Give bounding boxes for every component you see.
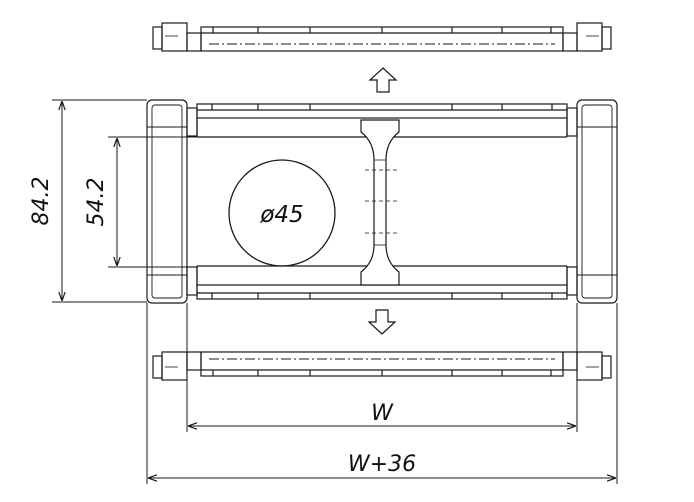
diameter-label: ø45 <box>259 202 303 228</box>
cable-circle <box>228 159 336 267</box>
outer-height-label: 84.2 <box>29 177 54 226</box>
width-dimension <box>186 303 578 432</box>
top-crossbar <box>152 22 612 52</box>
total-width-label: W+36 <box>348 452 416 477</box>
inner-height-label: 54.2 <box>84 178 109 227</box>
inner-height-dimension <box>108 136 197 268</box>
bottom-crossbar <box>152 351 612 381</box>
outer-height-dimension <box>52 99 147 303</box>
width-label: W <box>371 401 394 426</box>
total-width-dimension <box>146 303 618 484</box>
hollow-arrow-up-icon <box>368 67 398 93</box>
hollow-arrow-down-icon <box>367 309 397 335</box>
divider-hidden-lines <box>365 169 398 234</box>
main-assembly <box>146 99 618 304</box>
